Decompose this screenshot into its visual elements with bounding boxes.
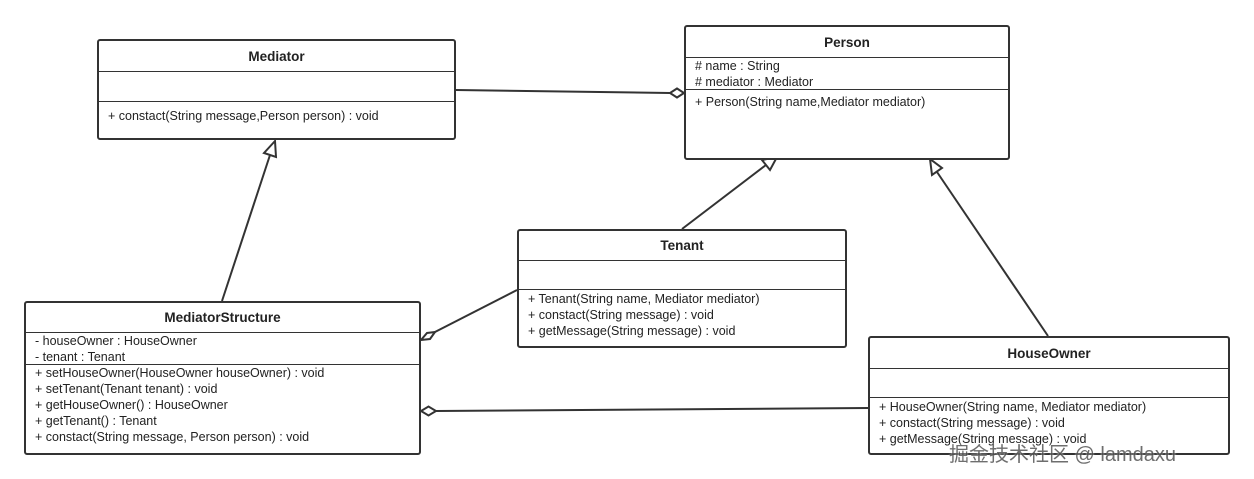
methods-section: + setHouseOwner(HouseOwner houseOwner) :… <box>26 365 419 445</box>
attributes-section: # name : String # mediator : Mediator <box>686 58 1008 90</box>
method: + Person(String name,Mediator mediator) <box>695 95 926 109</box>
class-tenant[interactable]: Tenant + Tenant(String name, Mediator me… <box>517 229 847 348</box>
class-name: Mediator <box>99 41 454 72</box>
class-person[interactable]: Person # name : String # mediator : Medi… <box>684 25 1010 160</box>
attributes-section <box>519 261 845 290</box>
methods-section: + Tenant(String name, Mediator mediator)… <box>519 290 845 339</box>
method: + constact(String message) : void <box>528 308 714 322</box>
class-mediator[interactable]: Mediator + constact(String message,Perso… <box>97 39 456 140</box>
tenant-generalization-line <box>681 164 767 230</box>
attributes-section <box>870 369 1228 398</box>
methods-section: + HouseOwner(String name, Mediator media… <box>870 398 1228 447</box>
method: + getTenant() : Tenant <box>35 414 157 428</box>
aggregation-diamond <box>668 87 686 99</box>
mediator-person-association <box>455 89 671 94</box>
methods-section: + Person(String name,Mediator mediator) <box>686 90 1008 110</box>
method: + getMessage(String message) : void <box>528 324 736 338</box>
attribute: - tenant : Tenant <box>35 350 126 364</box>
aggregation-diamond <box>419 405 438 417</box>
attribute: # mediator : Mediator <box>695 75 814 89</box>
attributes-section <box>99 72 454 102</box>
attributes-section: - houseOwner : HouseOwner - tenant : Ten… <box>26 333 419 365</box>
attribute: - houseOwner : HouseOwner <box>35 334 197 348</box>
method: + Tenant(String name, Mediator mediator) <box>528 292 760 306</box>
method: + setTenant(Tenant tenant) : void <box>35 382 218 396</box>
method: + setHouseOwner(HouseOwner houseOwner) :… <box>35 366 325 380</box>
tenant-mediatorstructure-association <box>432 289 518 334</box>
methods-section: + constact(String message,Person person)… <box>99 102 454 124</box>
mediatorstructure-generalization-line <box>221 154 271 302</box>
class-name: MediatorStructure <box>26 303 419 333</box>
class-mediatorstructure[interactable]: MediatorStructure - houseOwner : HouseOw… <box>24 301 421 455</box>
generalization-arrowhead <box>928 156 944 177</box>
method: + HouseOwner(String name, Mediator media… <box>879 400 1147 414</box>
class-name: HouseOwner <box>870 338 1228 369</box>
method: + constact(String message,Person person)… <box>108 109 379 123</box>
class-name: Tenant <box>519 231 845 261</box>
aggregation-diamond <box>418 330 438 342</box>
generalization-arrowhead <box>262 138 278 159</box>
class-name: Person <box>686 27 1008 58</box>
houseowner-mediatorstructure-association <box>435 407 869 412</box>
watermark-text: 掘金技术社区 @ lamdaxu <box>949 444 1177 466</box>
houseowner-generalization-line <box>936 171 1049 337</box>
method: + constact(String message) : void <box>879 416 1065 430</box>
class-houseowner[interactable]: HouseOwner + HouseOwner(String name, Med… <box>868 336 1230 455</box>
attribute: # name : String <box>695 59 780 73</box>
method: + constact(String message, Person person… <box>35 430 310 444</box>
method: + getHouseOwner() : HouseOwner <box>35 398 228 412</box>
method: + getMessage(String message) : void <box>879 432 1087 446</box>
